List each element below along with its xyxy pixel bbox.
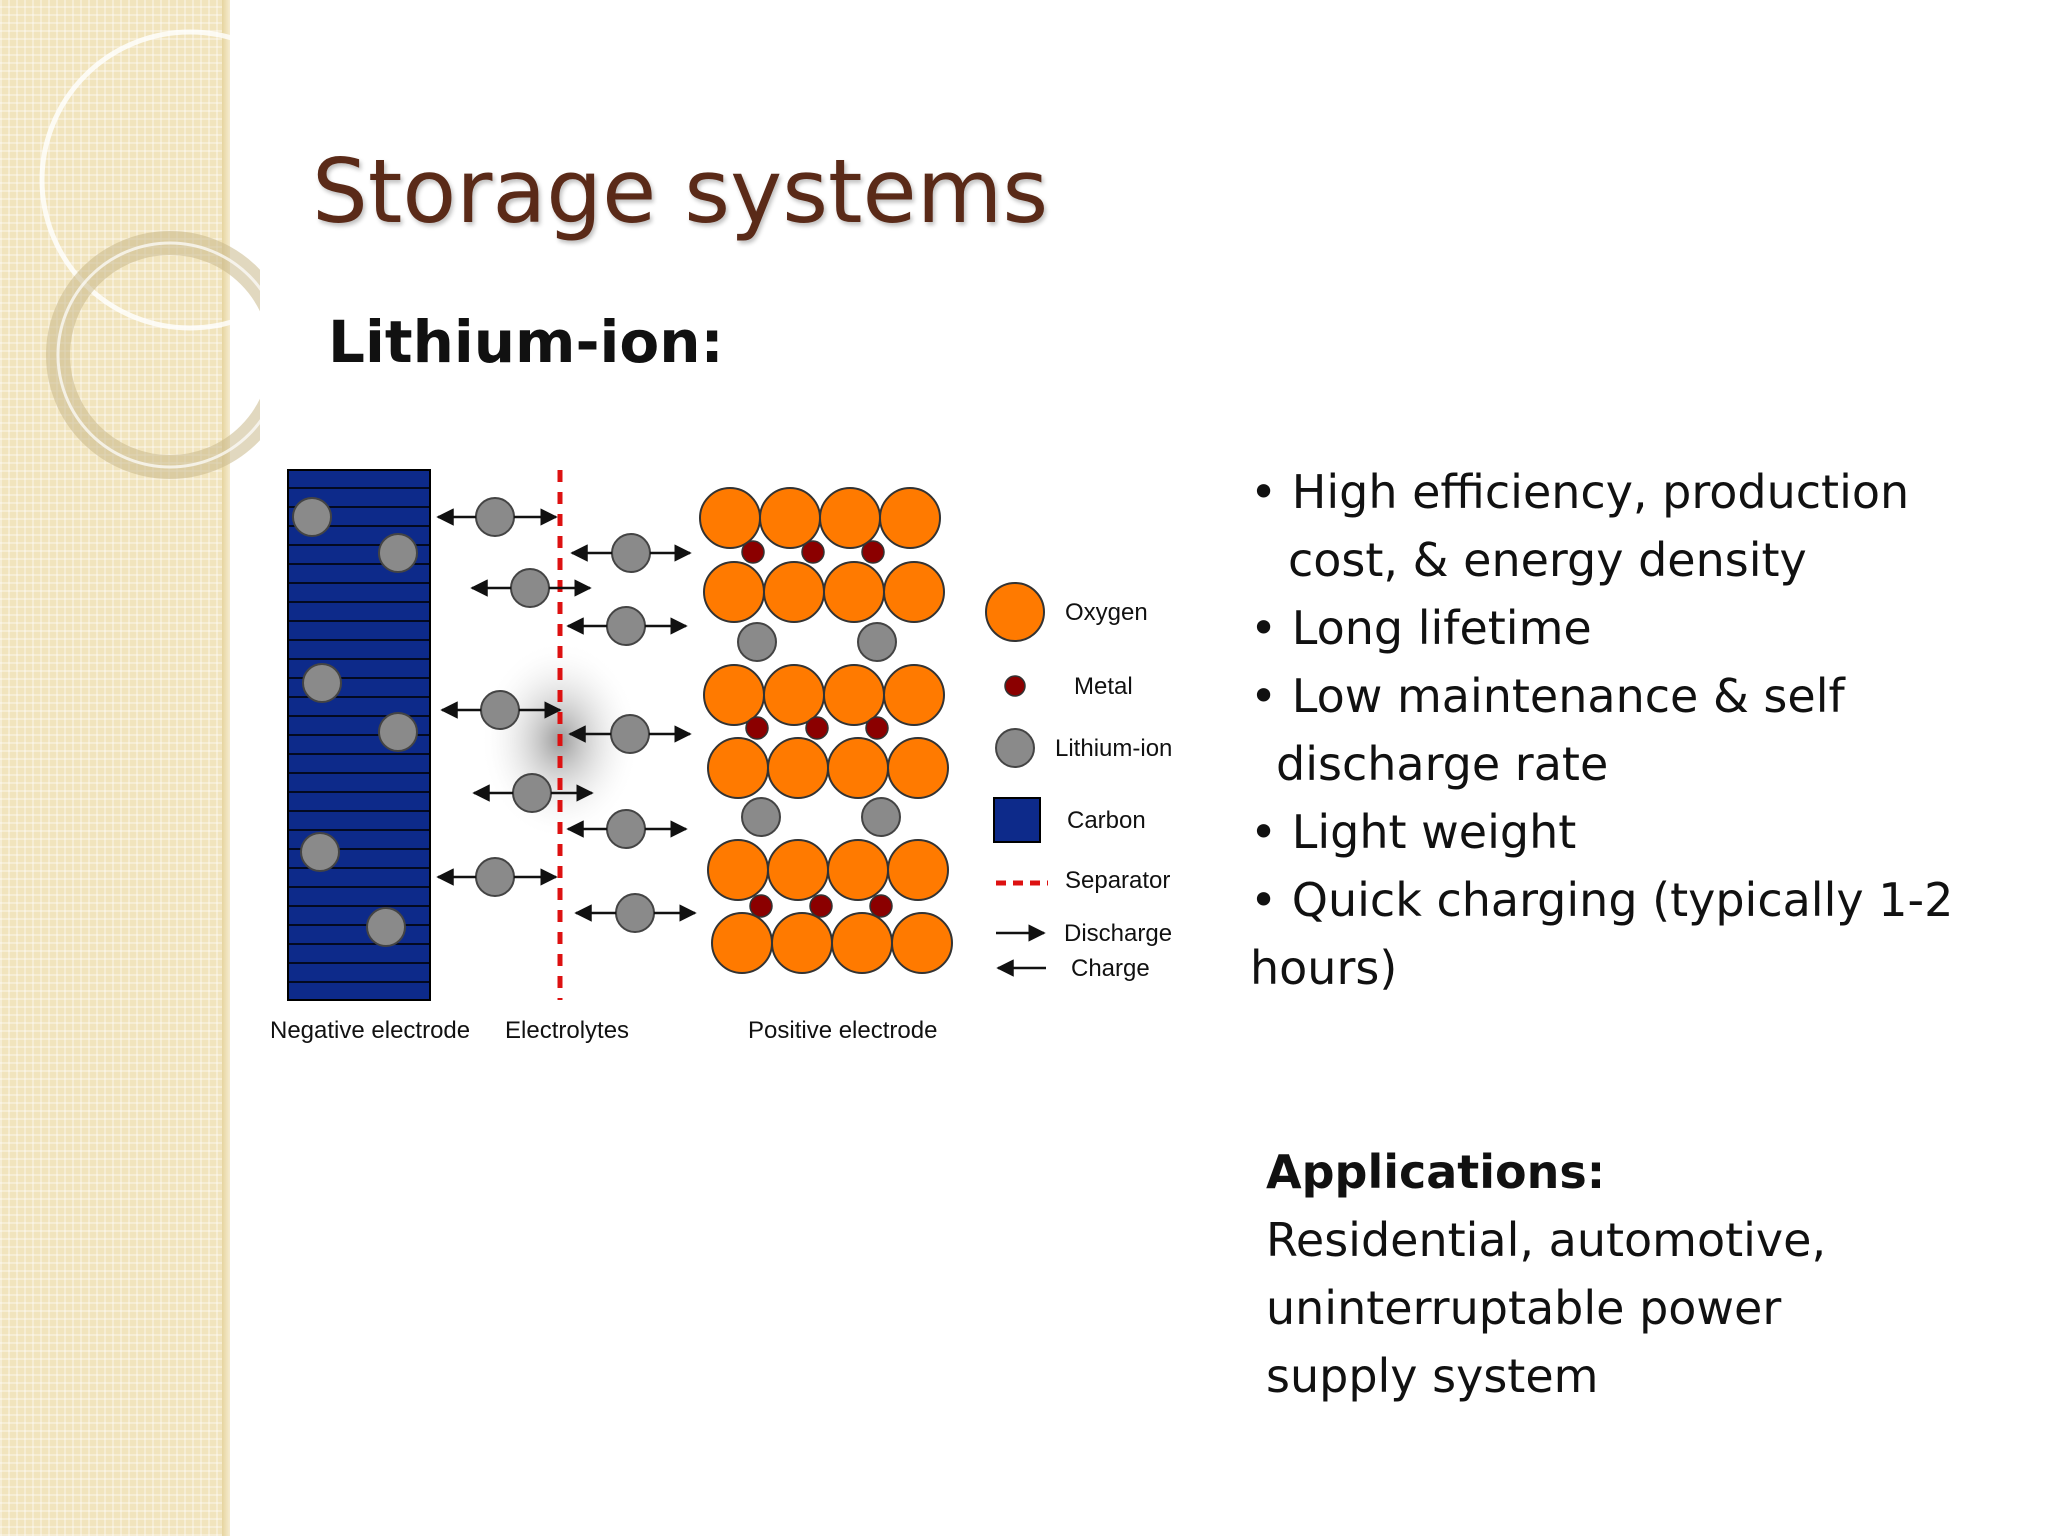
electrolytes-label: Electrolytes	[505, 1017, 629, 1044]
applications-line: uninterruptable power	[1266, 1281, 1782, 1335]
feature-bullet-list: • High efficiency, production cost, & en…	[1250, 458, 2010, 1002]
metal-atom	[805, 716, 829, 740]
oxygen-atom	[827, 737, 889, 799]
oxygen-atom	[823, 664, 885, 726]
legend-lithium-ion-label: Lithium-ion	[1055, 735, 1172, 762]
ion-arrows	[436, 508, 697, 922]
oxygen-atom	[887, 839, 949, 901]
metal-atom	[745, 716, 769, 740]
slide-subtitle: Lithium-ion:	[328, 308, 724, 376]
positive-electrode	[699, 487, 953, 974]
oxygen-atom	[763, 561, 825, 623]
metal-atom	[741, 540, 765, 564]
oxygen-atom	[831, 912, 893, 974]
legend-metal-label: Metal	[1074, 673, 1133, 700]
diagram-legend: Oxygen Metal Lithium-ion Carbon Separato…	[985, 582, 1172, 982]
oxygen-atom	[767, 737, 829, 799]
applications-line: supply system	[1266, 1349, 1599, 1403]
decorative-rings	[39, 29, 260, 479]
metal-atom	[861, 540, 885, 564]
side-panel-edge	[222, 0, 230, 1536]
oxygen-atom	[703, 664, 765, 726]
metal-atom	[809, 894, 833, 918]
oxygen-atom	[823, 561, 885, 623]
bullet-quick-charging-cont: hours)	[1250, 941, 1398, 995]
bullet-high-efficiency-cont: cost, & energy density	[1288, 533, 1807, 587]
legend-charge-label: Charge	[1071, 955, 1150, 982]
metal-legend-icon	[1004, 675, 1026, 697]
oxygen-legend-icon	[985, 582, 1045, 642]
metal-atom	[865, 716, 889, 740]
oxygen-atom	[827, 839, 889, 901]
oxygen-atom	[699, 487, 761, 549]
bullet-light-weight: • Light weight	[1250, 805, 1577, 859]
oxygen-atom	[879, 487, 941, 549]
oxygen-atom	[883, 561, 945, 623]
lithium-ion-battery-diagram: Oxygen Metal Lithium-ion Carbon Separato…	[270, 469, 1172, 1044]
positive-electrode-label: Positive electrode	[748, 1017, 937, 1044]
oxygen-atom	[711, 912, 773, 974]
oxygen-atom	[819, 487, 881, 549]
oxygen-atom	[771, 912, 833, 974]
bullet-high-efficiency: • High efficiency, production	[1250, 465, 1910, 519]
oxygen-atom	[887, 737, 949, 799]
lithium-ion	[857, 622, 897, 662]
oxygen-atom	[767, 839, 829, 901]
legend-carbon-label: Carbon	[1067, 807, 1146, 834]
slide-title: Storage systems	[312, 140, 1049, 243]
oxygen-atom	[891, 912, 953, 974]
legend-separator-label: Separator	[1065, 867, 1170, 894]
oxygen-atom	[759, 487, 821, 549]
legend-discharge-label: Discharge	[1064, 920, 1172, 947]
negative-electrode-label: Negative electrode	[270, 1017, 470, 1044]
bullet-low-maintenance-cont: discharge rate	[1276, 737, 1609, 791]
oxygen-atom	[883, 664, 945, 726]
electrolyte-ions	[475, 497, 655, 933]
bullet-quick-charging: • Quick charging (typically 1-2	[1250, 873, 1954, 927]
oxygen-atom	[707, 737, 769, 799]
bullet-long-lifetime: • Long lifetime	[1250, 601, 1592, 655]
negative-electrode	[287, 469, 431, 1001]
applications-line: Residential, automotive,	[1266, 1213, 1827, 1267]
bullet-low-maintenance: • Low maintenance & self	[1250, 669, 1845, 723]
metal-atom	[869, 894, 893, 918]
oxygen-atom	[703, 561, 765, 623]
carbon-legend-icon	[993, 797, 1041, 843]
applications-heading: Applications:	[1266, 1145, 1606, 1199]
oxygen-atom	[763, 664, 825, 726]
lithium-ion	[741, 797, 781, 837]
legend-oxygen-label: Oxygen	[1065, 599, 1148, 626]
oxygen-atom	[707, 839, 769, 901]
lithium-ion	[737, 622, 777, 662]
lithium-ion	[861, 797, 901, 837]
applications-section: Applications: Residential, automotive, u…	[1266, 1138, 1986, 1410]
metal-atom	[749, 894, 773, 918]
metal-atom	[801, 540, 825, 564]
lithium-ion-legend-icon	[995, 728, 1035, 768]
